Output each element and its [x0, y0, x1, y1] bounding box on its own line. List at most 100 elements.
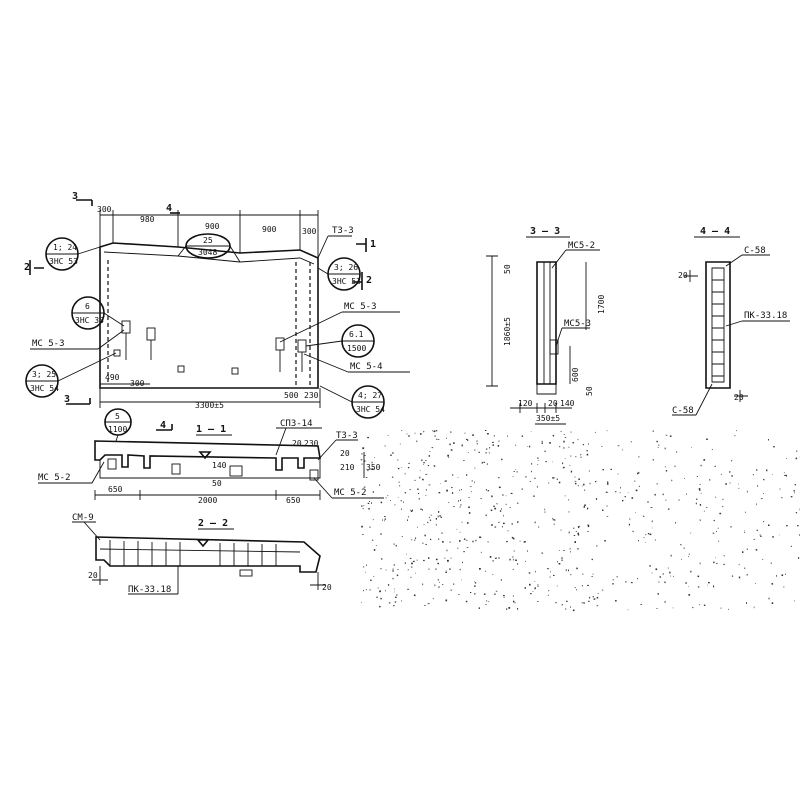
noise-speck — [482, 462, 483, 464]
noise-speck — [425, 495, 426, 496]
section-1-1-title: 1 — 1 — [196, 424, 226, 435]
noise-speck — [444, 558, 445, 559]
noise-speck — [535, 587, 536, 589]
section-4-4-title: 4 — 4 — [700, 226, 730, 237]
noise-speck — [437, 563, 439, 564]
noise-speck — [615, 491, 616, 492]
noise-speck — [730, 483, 731, 484]
noise-speck — [484, 462, 485, 463]
noise-speck — [732, 576, 733, 577]
noise-speck — [394, 544, 395, 545]
noise-speck — [430, 539, 431, 540]
noise-speck — [442, 584, 443, 585]
noise-speck — [414, 480, 415, 481]
noise-speck — [796, 512, 797, 513]
noise-speck — [411, 510, 412, 512]
noise-speck — [559, 563, 561, 565]
noise-speck — [773, 446, 775, 447]
noise-speck — [574, 535, 576, 536]
noise-speck — [417, 527, 418, 528]
noise-speck — [675, 522, 676, 523]
noise-speck — [587, 454, 589, 456]
noise-speck — [696, 499, 697, 500]
noise-speck — [515, 602, 516, 604]
noise-speck — [520, 541, 521, 542]
noise-speck — [393, 570, 394, 572]
noise-speck — [796, 458, 798, 460]
noise-speck — [453, 442, 455, 444]
noise-speck — [480, 537, 481, 538]
noise-speck — [570, 548, 571, 549]
noise-speck — [517, 563, 518, 565]
noise-speck — [683, 548, 685, 549]
noise-speck — [434, 465, 436, 466]
noise-speck — [697, 476, 698, 477]
noise-speck — [412, 510, 413, 512]
noise-speck — [533, 496, 535, 497]
noise-speck — [463, 460, 464, 461]
noise-speck — [574, 541, 576, 543]
noise-speck — [660, 576, 662, 577]
noise-speck — [394, 589, 395, 590]
noise-speck — [656, 608, 657, 609]
noise-speck — [716, 497, 717, 498]
noise-speck — [533, 591, 534, 592]
noise-speck — [408, 569, 409, 570]
noise-speck — [782, 574, 784, 576]
noise-speck — [656, 568, 658, 570]
svg-text:3048: 3048 — [198, 248, 217, 257]
noise-speck — [425, 474, 427, 475]
noise-speck — [535, 571, 536, 573]
noise-speck — [688, 586, 689, 587]
noise-speck — [681, 559, 682, 560]
noise-speck — [766, 470, 767, 472]
noise-speck — [530, 593, 532, 594]
noise-speck — [441, 517, 442, 518]
noise-speck — [408, 467, 409, 468]
noise-speck — [370, 580, 372, 581]
noise-speck — [796, 451, 797, 452]
noise-speck — [538, 586, 539, 587]
label-s58-bottom: С-58 — [672, 406, 694, 416]
noise-speck — [776, 575, 777, 577]
noise-speck — [386, 570, 387, 571]
noise-speck — [407, 589, 409, 590]
noise-speck — [365, 455, 366, 456]
noise-speck — [538, 460, 539, 461]
noise-speck — [658, 447, 659, 448]
noise-speck — [446, 438, 447, 439]
noise-speck — [491, 524, 493, 526]
section-2-2-title: 2 — 2 — [198, 518, 228, 529]
noise-speck — [361, 602, 362, 603]
noise-speck — [587, 531, 588, 532]
noise-speck — [486, 448, 487, 449]
label-ms54: МС 5-4 — [350, 362, 383, 372]
noise-speck — [674, 466, 675, 467]
noise-speck — [791, 546, 792, 547]
noise-speck — [704, 511, 705, 512]
noise-speck — [430, 451, 431, 452]
noise-speck — [542, 443, 543, 444]
noise-speck — [648, 501, 649, 503]
noise-speck — [563, 447, 564, 448]
noise-speck — [731, 460, 732, 462]
noise-speck — [414, 595, 416, 597]
noise-speck — [513, 601, 514, 603]
noise-speck — [631, 582, 633, 583]
dim-230: 230 — [304, 439, 319, 448]
noise-speck — [760, 536, 762, 537]
noise-speck — [604, 540, 606, 541]
noise-speck — [725, 483, 726, 485]
noise-speck — [450, 542, 451, 543]
cut-2-left: 2 — [24, 262, 30, 273]
noise-speck — [425, 535, 426, 537]
noise-speck — [715, 466, 716, 467]
noise-speck — [747, 491, 748, 493]
noise-speck — [655, 494, 656, 496]
dim-bottom-3300: 3300±5 — [195, 401, 224, 410]
noise-speck — [648, 533, 649, 534]
label-ms52-left: МС 5-2 — [38, 473, 71, 483]
noise-speck — [489, 601, 490, 602]
noise-speck — [783, 586, 784, 587]
noise-speck — [439, 582, 440, 583]
